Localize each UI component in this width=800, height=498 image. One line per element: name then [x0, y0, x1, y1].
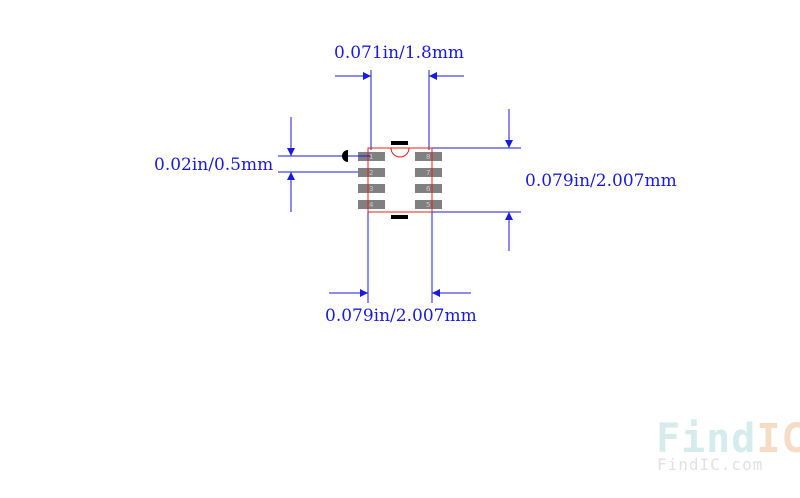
- pin-number-right-5: 5: [426, 201, 430, 209]
- pitch-arrow-bottom-head: [287, 172, 295, 180]
- pad-right-6: [415, 184, 442, 193]
- top-arrow-right-head: [429, 72, 437, 80]
- bottom-arrow-left-head: [360, 289, 368, 297]
- pin1-notch: [390, 147, 410, 158]
- silkscreen-bar-top: [391, 141, 408, 145]
- watermark-logo-ic: IC: [756, 416, 800, 462]
- pad-left-4: [358, 200, 385, 209]
- pad-right-7: [415, 168, 442, 177]
- pin-number-left-3: 3: [369, 185, 373, 193]
- pad-left-2: [358, 168, 385, 177]
- pad-right-5: [415, 200, 442, 209]
- dimension-pitch: 0.02in/0.5mm: [154, 155, 274, 175]
- pad-right-8: [415, 152, 442, 161]
- pin-number-right-8: 8: [426, 153, 430, 161]
- dimension-top-width: 0.071in/1.8mm: [334, 43, 465, 63]
- watermark-url: FindIC.com: [657, 455, 764, 474]
- dimension-right-height: 0.079in/2.007mm: [525, 171, 677, 191]
- right-arrow-top-head: [505, 140, 513, 148]
- pitch-arrow-top-head: [287, 148, 295, 156]
- watermark-logo-find: Find: [656, 416, 757, 462]
- pad-left-1: [358, 152, 385, 161]
- pin-number-left-4: 4: [369, 201, 374, 209]
- right-arrow-bottom-head: [505, 212, 513, 220]
- watermark-logo: FindIC: [656, 419, 800, 459]
- bottom-arrow-right-head: [432, 289, 440, 297]
- top-arrow-left-head: [363, 72, 371, 80]
- pad-left-3: [358, 184, 385, 193]
- silkscreen-bar-bottom: [391, 215, 408, 219]
- pin-number-left-1: 1: [369, 153, 373, 161]
- pin-number-right-6: 6: [426, 185, 431, 193]
- pin-number-right-7: 7: [426, 169, 430, 177]
- pin-number-left-2: 2: [369, 169, 373, 177]
- dimension-bottom-width: 0.079in/2.007mm: [325, 306, 477, 326]
- pin1-marker-icon: [342, 150, 348, 162]
